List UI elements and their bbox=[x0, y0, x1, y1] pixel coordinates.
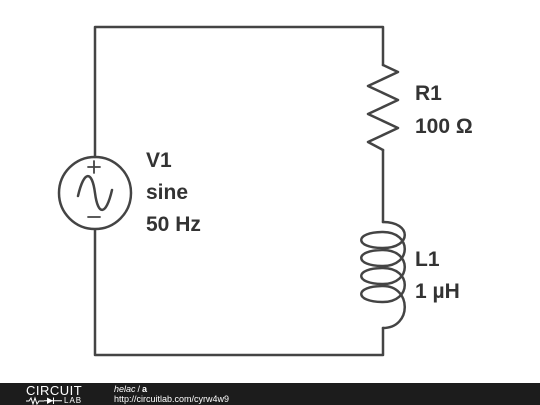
resistor-symbol bbox=[366, 63, 400, 152]
wires bbox=[93, 25, 385, 357]
voltage-source-circle bbox=[57, 155, 133, 231]
voltage-source-symbol bbox=[57, 155, 133, 231]
inductor-value-label: 1 µH bbox=[415, 280, 460, 303]
circuit-url-link[interactable]: http://circuitlab.com/cyrw4w9 bbox=[114, 394, 230, 404]
schematic-canvas: V1 sine 50 Hz R1 100 Ω L1 1 µH bbox=[57, 25, 473, 357]
footer-bar: CIRCUIT LAB helac/a http://circuitlab.co… bbox=[0, 383, 540, 405]
inductor-name-label: L1 bbox=[415, 248, 440, 271]
logo-lower-row: LAB bbox=[26, 396, 96, 405]
source-frequency-label: 50 Hz bbox=[146, 213, 201, 236]
logo-word-circuit: CIRCUIT bbox=[26, 383, 83, 398]
source-type-label: sine bbox=[146, 181, 188, 204]
logo-word-lab: LAB bbox=[64, 396, 83, 405]
project-name[interactable]: a bbox=[142, 384, 148, 394]
path-separator: / bbox=[137, 384, 141, 394]
resistor-name-label: R1 bbox=[415, 82, 442, 105]
source-name-label: V1 bbox=[146, 149, 172, 172]
resistor-diode-icon bbox=[26, 396, 62, 405]
sine-wave-icon bbox=[76, 174, 114, 212]
resistor-value-label: 100 Ω bbox=[415, 115, 473, 138]
author-project-line: helac/a bbox=[114, 384, 147, 394]
inductor-symbol bbox=[360, 220, 406, 330]
wire-left-top bbox=[93, 25, 385, 159]
author-link[interactable]: helac bbox=[114, 384, 136, 394]
wire-right-bottom bbox=[93, 228, 385, 357]
